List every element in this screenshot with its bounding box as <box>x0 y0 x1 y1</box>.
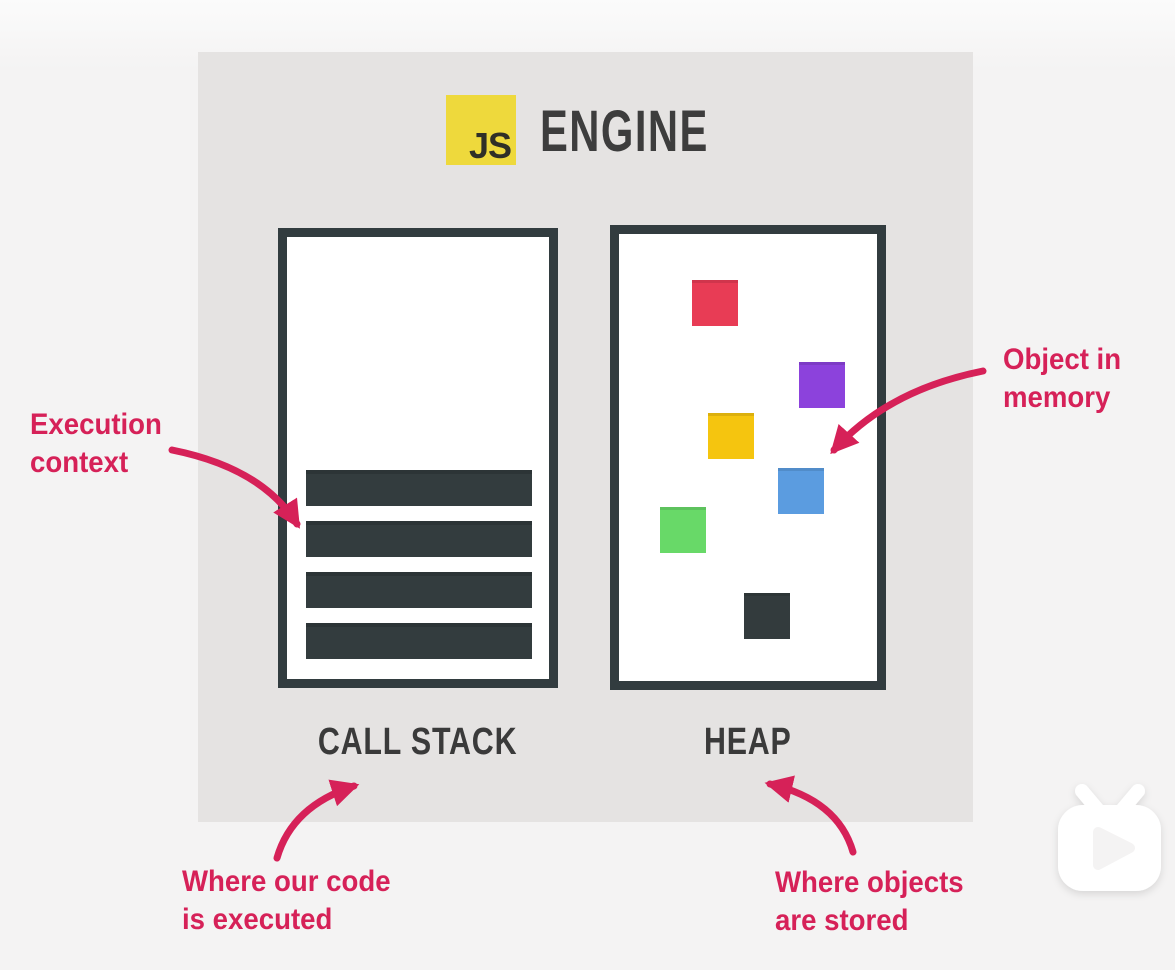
call-stack-label: CALL STACK <box>318 721 518 763</box>
stack-frame-2 <box>306 521 532 557</box>
js-logo: JS <box>446 95 516 166</box>
js-logo-text: JS <box>468 125 512 166</box>
heap-object-dark <box>744 593 790 639</box>
stack-frame-1 <box>306 470 532 506</box>
execution-context-note: Execution context <box>30 408 162 479</box>
object-in-memory-note: Object in memory <box>1003 343 1122 414</box>
heap-object-green <box>660 507 706 553</box>
heap-object-yellow <box>708 413 754 459</box>
heap-object-blue <box>778 468 824 514</box>
heap-label: HEAP <box>704 721 792 763</box>
page-title: ENGINE <box>540 99 709 164</box>
where-objects-note: Where objects are stored <box>775 866 964 937</box>
heap-object-purple <box>799 362 845 408</box>
call-stack-box <box>278 228 558 688</box>
where-code-note: Where our code is executed <box>182 865 391 936</box>
stack-frame-4 <box>306 623 532 659</box>
heap-object-red <box>692 280 738 326</box>
stack-frame-3 <box>306 572 532 608</box>
play-triangle <box>1093 827 1135 870</box>
tv-play-icon[interactable] <box>1046 774 1173 901</box>
